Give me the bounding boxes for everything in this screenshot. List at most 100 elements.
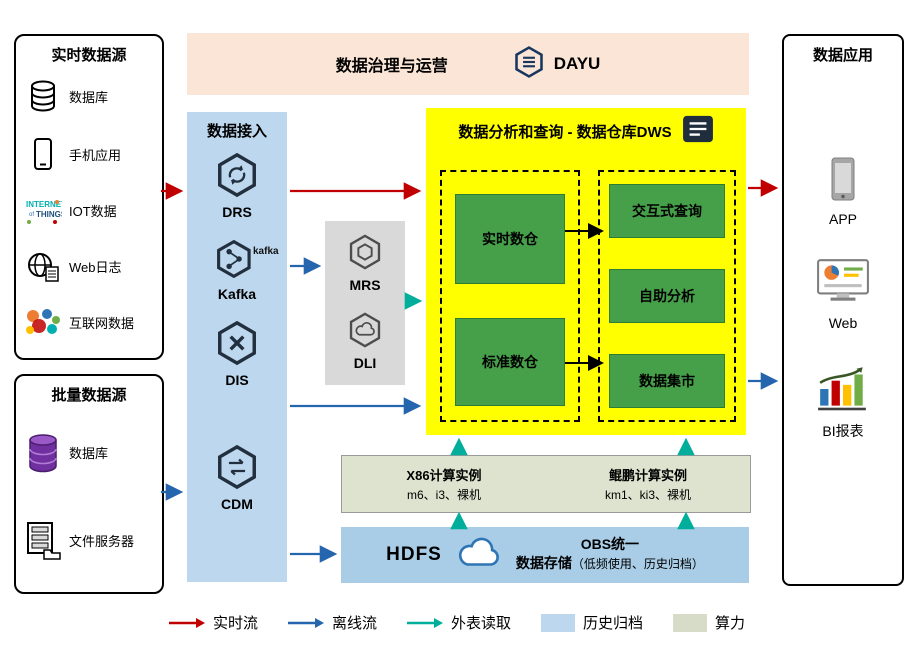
svg-text:INTERNET: INTERNET	[26, 200, 62, 209]
obs-text: OBS统一 数据存储（低频使用、历史归档）	[516, 536, 704, 574]
kunpeng-title: 鲲鹏计算实例	[608, 468, 687, 483]
web-monitor-icon	[816, 259, 870, 310]
app-label: APP	[828, 211, 857, 227]
cdm-label: CDM	[221, 496, 253, 512]
teal-arrow-icon	[406, 617, 443, 628]
governance-title: 数据治理与运营	[335, 58, 448, 75]
ingestion-column: 数据接入 DRS kafka Kafka DIS CDM	[187, 112, 287, 582]
svg-text:THINGS: THINGS	[36, 210, 62, 219]
dayu-brand: DAYU	[512, 45, 601, 84]
file-server-icon	[24, 521, 62, 561]
dws-box: 数据分析和查询 - 数据仓库DWS 实时数仓 标准数仓 交互式查询 自助分析 数…	[426, 108, 746, 435]
realtime-sources-panel: 实时数据源 数据库 手机应用 INTERNETofTHINGS IOT数据	[14, 34, 164, 360]
dws-services-group: 交互式查询 自助分析 数据集市	[598, 170, 736, 422]
governance-banner: 数据治理与运营 DAYU	[187, 33, 749, 95]
legend: 实时流 离线流 外表读取 历史归档 算力	[0, 612, 914, 633]
legend-label: 离线流	[331, 615, 377, 632]
item-label: 互联网数据	[69, 316, 135, 332]
applications-panel: 数据应用 APP Web BI报表	[782, 34, 904, 586]
ingestion-item-kafka: kafka Kafka	[187, 238, 287, 302]
kafka-label: Kafka	[217, 286, 257, 302]
obs-line2: 数据存储	[515, 554, 572, 571]
list-item: 数据库	[24, 80, 156, 112]
kafka-hexagon-icon	[215, 239, 259, 284]
kunpeng-instances: 鲲鹏计算实例 km1、ki3、裸机	[546, 456, 750, 512]
hdfs-label: HDFS	[386, 544, 442, 565]
ingestion-item-dis: DIS	[187, 320, 287, 388]
ingestion-item-drs: DRS	[187, 152, 287, 220]
app-item: APP	[784, 156, 902, 227]
dws-titlebar: 数据分析和查询 - 数据仓库DWS	[426, 108, 746, 154]
obs-line1: OBS统一	[580, 536, 640, 553]
smartphone-icon	[828, 157, 858, 206]
mobile-app-icon	[24, 137, 62, 171]
iot-icon: INTERNET ofTHINGS	[24, 196, 62, 226]
item-label: 文件服务器	[69, 534, 135, 549]
x86-instances: X86计算实例 m6、i3、裸机	[342, 456, 546, 512]
compute-swatch-icon	[673, 613, 708, 632]
compute-item-dli: DLI	[325, 311, 405, 371]
mrs-hexagon-icon	[346, 234, 384, 275]
dli-cloud-icon	[346, 312, 384, 353]
drs-hexagon-icon	[214, 152, 260, 202]
applications-title: 数据应用	[812, 47, 873, 64]
self-service-analysis-module: 自助分析	[609, 269, 725, 323]
batch-sources-panel: 批量数据源 数据库 文件服务器	[14, 374, 164, 594]
legend-item-compute: 算力	[673, 612, 745, 633]
hdfs-storage-box: HDFS OBS统一 数据存储（低频使用、历史归档）	[341, 527, 749, 583]
svg-text:of: of	[29, 212, 34, 218]
drs-label: DRS	[222, 204, 252, 220]
legend-label: 外表读取	[450, 615, 511, 632]
legend-item-archive: 历史归档	[541, 612, 643, 633]
batch-sources-list: 数据库 文件服务器	[24, 408, 156, 584]
kafka-wordmark: kafka	[253, 246, 279, 257]
x86-title: X86计算实例	[406, 468, 482, 483]
ingestion-item-cdm: CDM	[187, 444, 287, 512]
app-item: Web	[784, 258, 902, 331]
kunpeng-subtitle: km1、ki3、裸机	[604, 488, 691, 502]
legend-label: 算力	[715, 615, 746, 632]
data-mart-module: 数据集市	[609, 354, 725, 408]
legend-label: 历史归档	[583, 615, 644, 632]
item-label: 数据库	[69, 89, 109, 105]
list-item: 互联网数据	[24, 308, 156, 338]
archive-swatch-icon	[541, 613, 575, 632]
dayu-hexagon-icon	[512, 45, 546, 84]
report-icon	[682, 115, 714, 148]
item-label: Web日志	[69, 260, 122, 276]
dli-label: DLI	[353, 355, 377, 371]
database-icon	[24, 80, 62, 112]
dws-warehouse-group: 实时数仓 标准数仓	[440, 170, 580, 422]
realtime-warehouse-module: 实时数仓	[455, 194, 565, 284]
list-item: 手机应用	[24, 137, 156, 171]
legend-item-offline: 离线流	[287, 612, 377, 633]
list-item: Web日志	[24, 251, 156, 283]
x86-subtitle: m6、i3、裸机	[406, 488, 481, 502]
web-label: Web	[828, 315, 858, 331]
item-label: 手机应用	[69, 147, 122, 163]
dis-label: DIS	[225, 372, 249, 388]
compute-instances-box: X86计算实例 m6、i3、裸机 鲲鹏计算实例 km1、ki3、裸机	[341, 455, 751, 513]
compute-services-box: MRS DLI	[325, 221, 405, 385]
bi-chart-icon	[816, 367, 870, 416]
item-label: 数据库	[69, 446, 109, 461]
dis-hexagon-icon	[214, 320, 260, 370]
item-label: IOT数据	[69, 204, 117, 220]
obs-cloud-icon	[456, 537, 502, 574]
ingestion-title: 数据接入	[206, 123, 267, 140]
blue-arrow-icon	[287, 617, 324, 628]
red-arrow-icon	[168, 617, 205, 628]
interactive-query-module: 交互式查询	[609, 184, 725, 238]
purple-database-icon	[24, 432, 62, 474]
legend-item-external-read: 外表读取	[406, 612, 511, 633]
internet-data-icon	[24, 308, 62, 338]
list-item: 文件服务器	[24, 521, 156, 561]
realtime-sources-list: 数据库 手机应用 INTERNET ofTHINGS IOT数据 Web日志	[24, 68, 156, 350]
legend-label: 实时流	[212, 615, 258, 632]
dayu-brand-label: DAYU	[553, 54, 601, 73]
compute-item-mrs: MRS	[325, 233, 405, 293]
list-item: INTERNET ofTHINGS IOT数据	[24, 196, 156, 226]
batch-sources-title: 批量数据源	[51, 387, 127, 404]
bi-report-label: BI报表	[822, 423, 864, 439]
